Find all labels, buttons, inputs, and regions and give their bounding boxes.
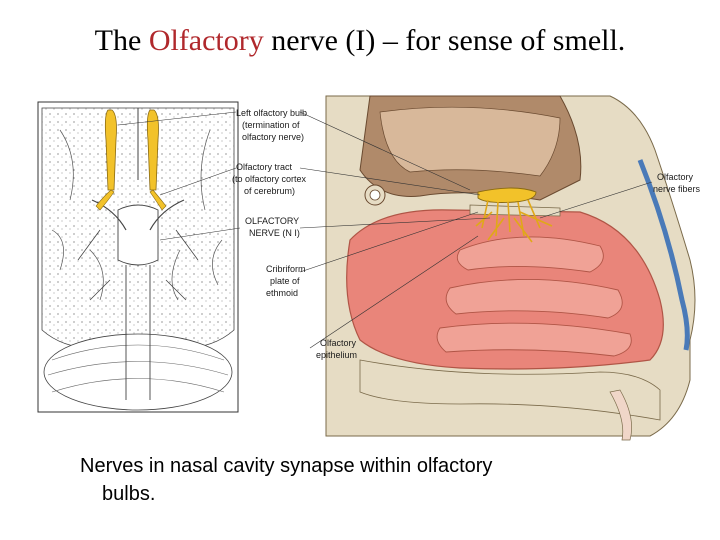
label-left-olfactory-bulb: Left olfactory bulb [236, 108, 307, 118]
title-prefix: The [94, 24, 149, 57]
label-cribriform-plate-3: ethmoid [266, 288, 298, 298]
label-leader-lines [117, 111, 653, 349]
label-olfactory-epithelium-2: epithelium [316, 350, 357, 360]
olfactory-bulb-and-fibers [475, 187, 553, 243]
caption-line-2: bulbs. [102, 483, 156, 505]
nasal-cavity-section [325, 95, 708, 441]
label-olfactory-tract-3: of cerebrum) [244, 186, 295, 196]
label-olfactory-epithelium: Olfactory [320, 338, 357, 348]
title-suffix: nerve (I) – for sense of smell. [263, 24, 626, 57]
figure-labels: Left olfactory bulb (termination of olfa… [232, 108, 701, 360]
label-olfactory-nerve: OLFACTORY [245, 216, 299, 226]
label-left-olfactory-bulb-2: (termination of [242, 120, 300, 130]
title-accent-word: Olfactory [148, 24, 264, 57]
label-olfactory-nerve-2: NERVE (N I) [249, 228, 300, 238]
label-cribriform-plate-2: plate of [270, 276, 300, 286]
label-cribriform-plate: Cribriform [266, 264, 306, 274]
label-olfactory-nerve-fibers: Olfactory [657, 172, 694, 182]
label-olfactory-tract-2: (to olfactory cortex [232, 174, 307, 184]
slide-title: The Olfactory nerve (I) – for sense of s… [0, 24, 720, 58]
slide-caption: Nerves in nasal cavity synapse within ol… [80, 452, 640, 508]
olfactory-bulbs-and-tracts [95, 109, 167, 211]
label-olfactory-nerve-fibers-2: nerve fibers [653, 184, 701, 194]
brain-inferior-view [37, 101, 239, 413]
label-left-olfactory-bulb-3: olfactory nerve) [242, 132, 304, 142]
caption-line-1: Nerves in nasal cavity synapse within ol… [80, 455, 493, 477]
label-olfactory-tract: Olfactory tract [236, 162, 293, 172]
